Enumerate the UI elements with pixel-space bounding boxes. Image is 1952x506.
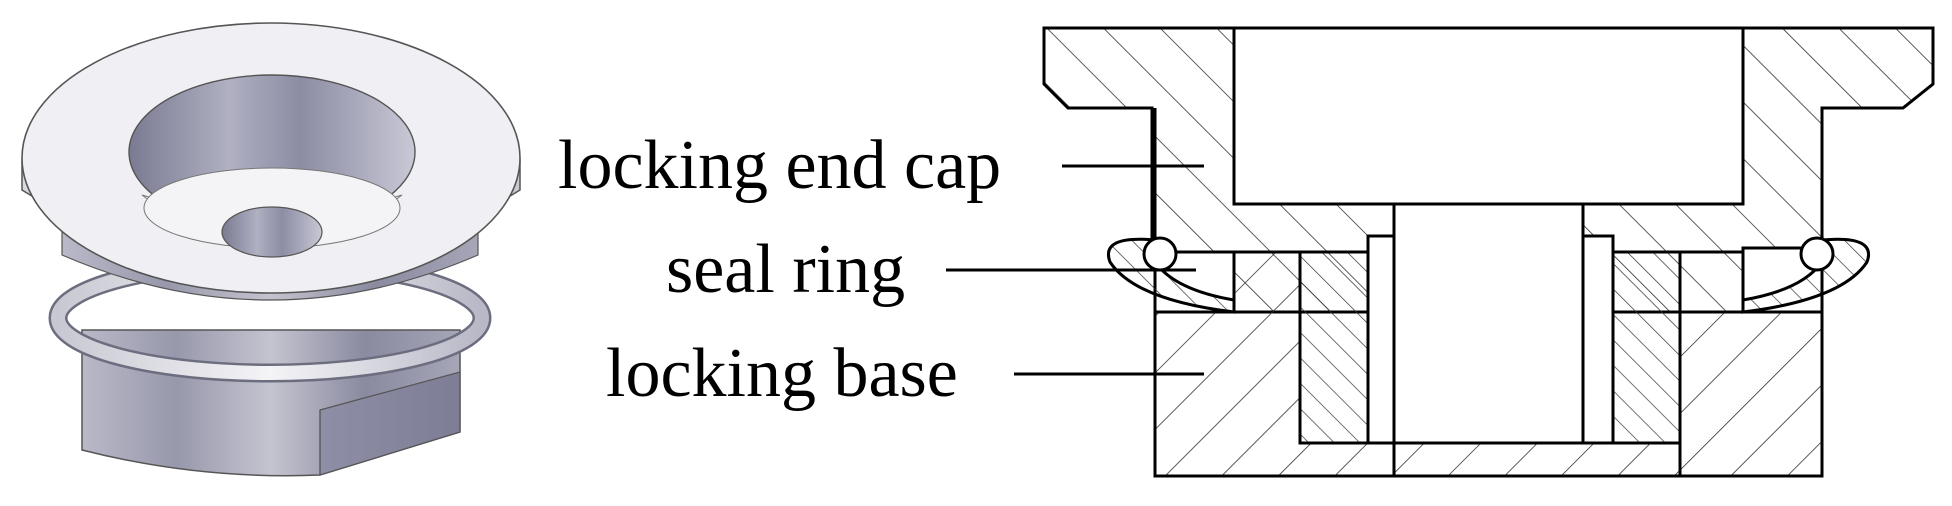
label-seal-ring: seal ring (666, 231, 905, 308)
through-hole-section (1392, 202, 1585, 445)
cap-bore-section (1232, 26, 1745, 206)
base-insert-left (1298, 250, 1370, 445)
part-callouts: locking end cap seal ring locking base (558, 127, 1204, 412)
label-locking-base: locking base (606, 335, 958, 412)
seal-ring-section-left (1107, 237, 1236, 314)
cross-section-view (1042, 26, 1935, 478)
base-insert-right (1611, 250, 1682, 445)
assembly-3d-render (21, 22, 521, 477)
label-locking-end-cap: locking end cap (558, 127, 1001, 204)
seal-ring-section-right (1741, 237, 1870, 314)
through-hole (221, 206, 323, 258)
